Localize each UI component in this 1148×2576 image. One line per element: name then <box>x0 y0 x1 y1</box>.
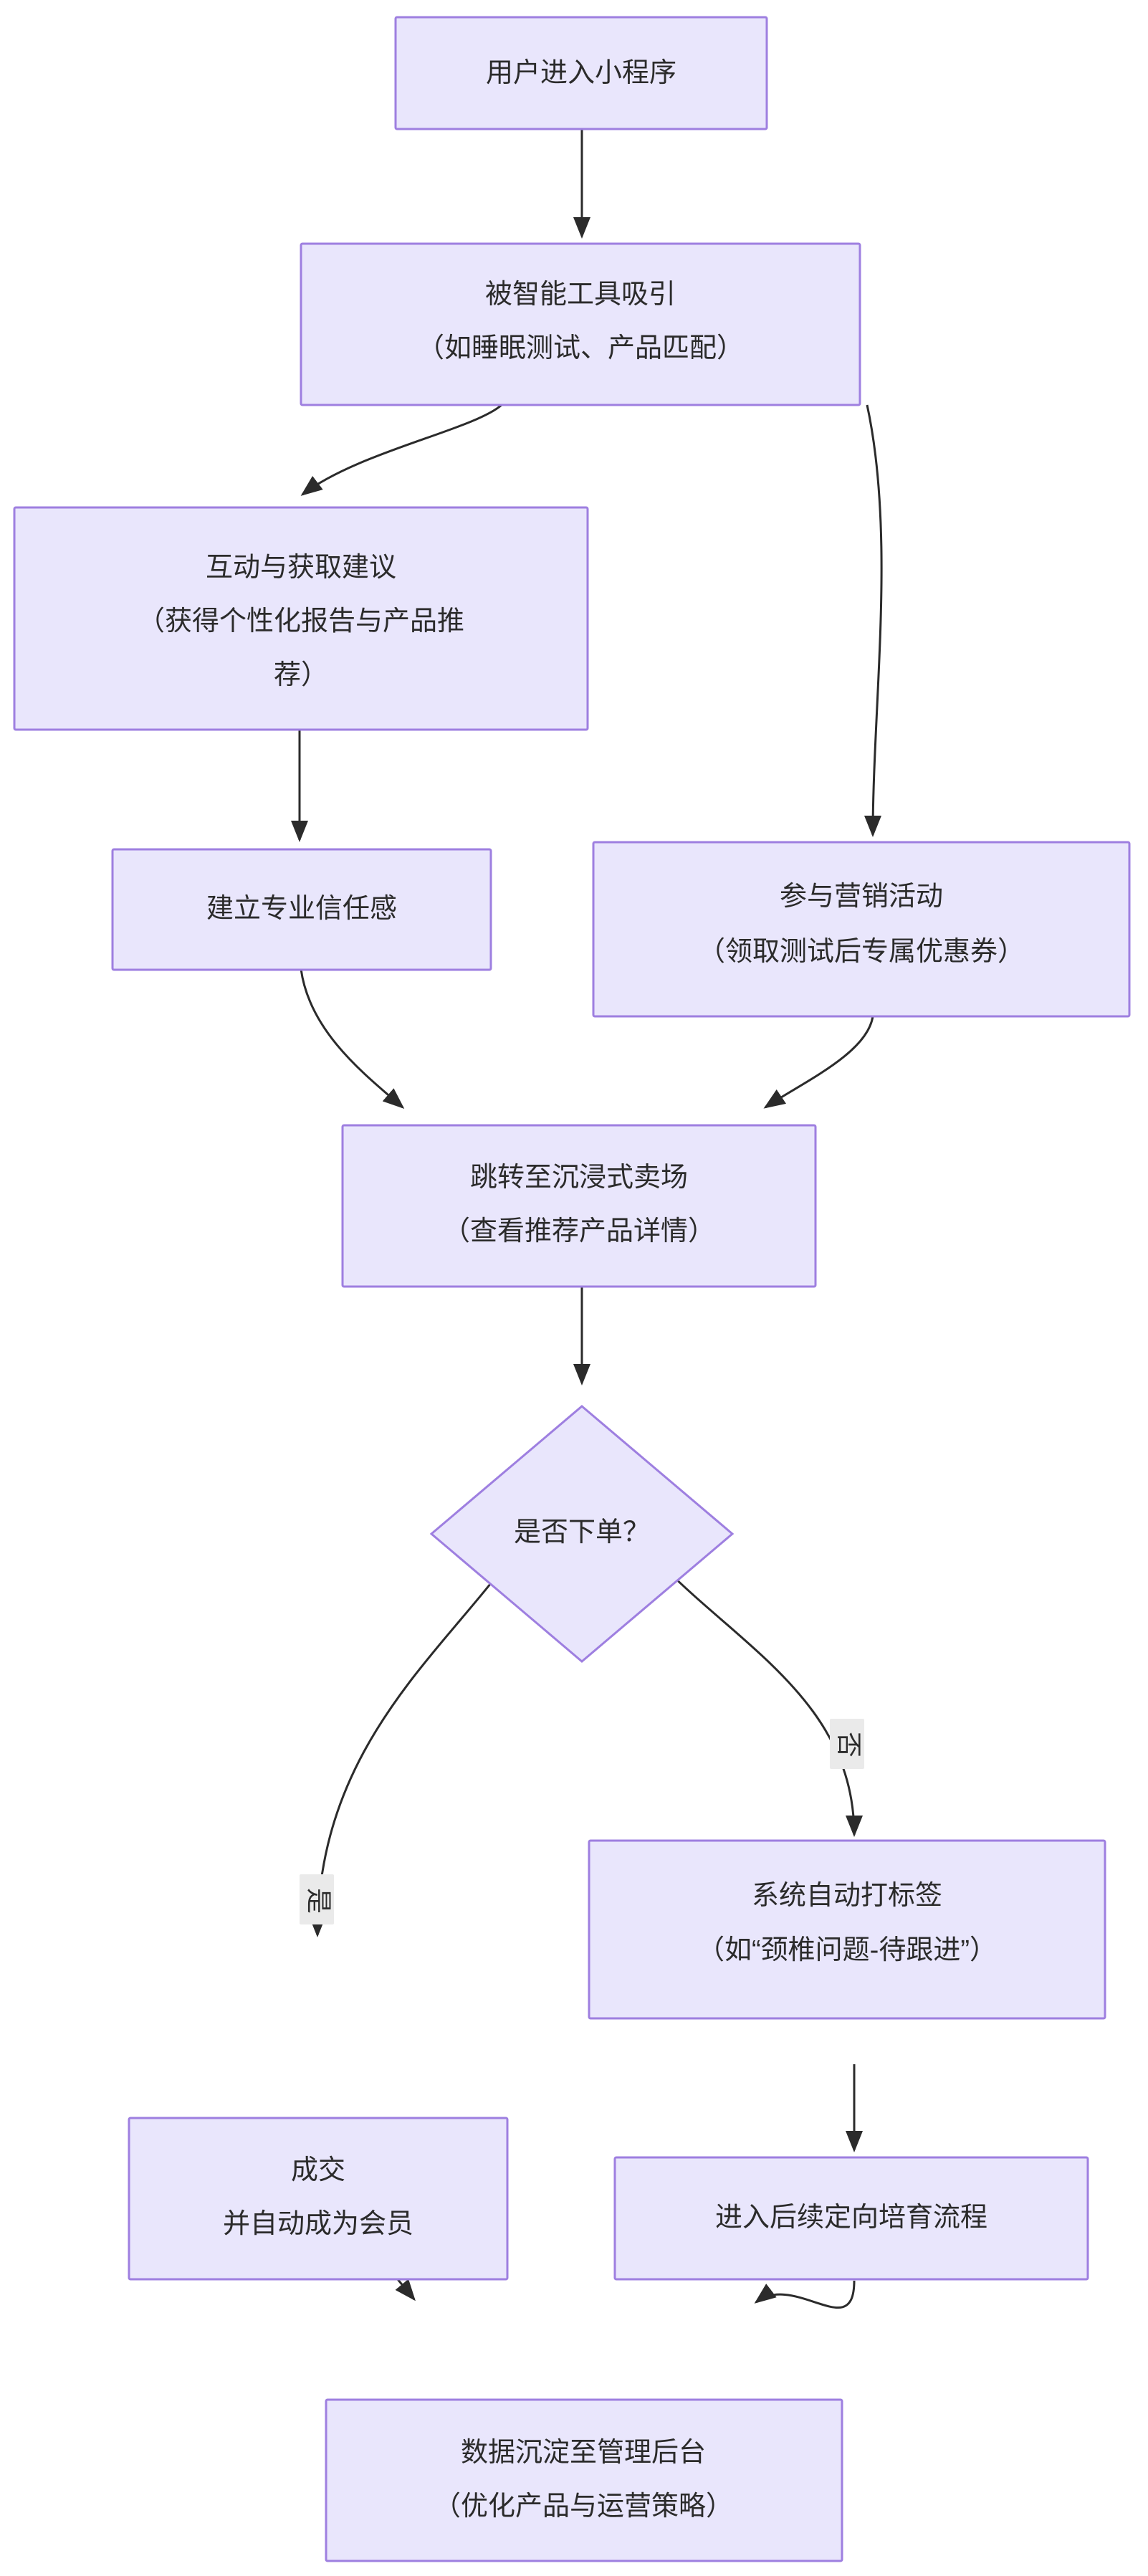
edge-n2-n5 <box>864 404 883 837</box>
node-data-to-admin-backend[interactable]: 数据沉淀至管理后台 （优化产品与运营策略） <box>325 2398 843 2562</box>
node-shape-n6 <box>341 1124 817 1288</box>
node-label-n3-line1: 互动与获取建议 <box>206 553 396 583</box>
edge-n4-n6 <box>300 968 405 1109</box>
edge-n7-n9 <box>309 1569 503 1937</box>
node-label-n2-line1: 被智能工具吸引 <box>485 280 676 310</box>
node-user-enters-miniprogram[interactable]: 用户进入小程序 <box>394 16 768 130</box>
node-shape-n5 <box>592 841 1131 1018</box>
node-enter-targeted-nurturing[interactable]: 进入后续定向培育流程 <box>613 2156 1089 2281</box>
edge-n7-n8 <box>665 1568 863 1837</box>
edge-label-yes: 是 <box>304 1888 333 1914</box>
node-label-n5-line1: 参与营销活动 <box>780 882 943 912</box>
node-shape-n8 <box>588 1839 1106 2020</box>
node-shape-n2 <box>300 242 861 406</box>
node-jump-to-immersive-store[interactable]: 跳转至沉浸式卖场 （查看推荐产品详情） <box>341 1124 817 1288</box>
node-shape-n10 <box>613 2156 1089 2281</box>
node-label-n7-line1: 是否下单？ <box>514 1517 650 1547</box>
node-label-n1-line1: 用户进入小程序 <box>486 58 676 88</box>
edge-label-no: 否 <box>834 1732 864 1757</box>
node-label-n3-line2: （获得个性化报告与产品推 <box>138 606 464 636</box>
node-shape-n7 <box>429 1405 735 1663</box>
edge-n10-n11 <box>754 2280 856 2309</box>
node-shape-n3 <box>13 506 589 731</box>
node-build-professional-trust[interactable]: 建立专业信任感 <box>111 848 492 971</box>
node-label-n2-line2: （如睡眠测试、产品匹配） <box>417 333 744 363</box>
node-system-auto-tagging[interactable]: 系统自动打标签 （如“颈椎问题-待跟进”） <box>588 1839 1106 2020</box>
node-decision-place-order[interactable]: 是否下单？ <box>429 1405 735 1663</box>
node-attracted-by-smart-tool[interactable]: 被智能工具吸引 （如睡眠测试、产品匹配） <box>300 242 861 406</box>
node-join-marketing-campaign[interactable]: 参与营销活动 （领取测试后专属优惠券） <box>592 841 1131 1018</box>
node-label-n11-line1: 数据沉淀至管理后台 <box>461 2438 706 2468</box>
edge-labels-layer: 是 否 <box>300 1719 864 1924</box>
node-label-n4-line1: 建立专业信任感 <box>206 894 397 924</box>
node-interact-and-get-advice[interactable]: 互动与获取建议 （获得个性化报告与产品推 荐） <box>13 506 589 731</box>
node-label-n6-line2: （查看推荐产品详情） <box>443 1216 715 1246</box>
node-shape-n4 <box>111 848 492 971</box>
edge-label-no-bg <box>830 1719 864 1769</box>
node-shape-n9 <box>128 2117 509 2281</box>
node-label-n10-line1: 进入后续定向培育流程 <box>715 2203 987 2233</box>
node-label-n6-line1: 跳转至沉浸式卖场 <box>470 1163 688 1193</box>
node-shape-n1 <box>394 16 768 130</box>
node-label-n3-line3: 荐） <box>274 660 328 690</box>
node-label-n5-line2: （领取测试后专属优惠券） <box>698 937 1025 967</box>
node-label-n9-line2: 并自动成为会员 <box>223 2209 413 2239</box>
edge-n2-n3 <box>300 404 502 496</box>
node-label-n11-line2: （优化产品与运营策略） <box>434 2491 733 2522</box>
edge-n5-n6 <box>763 1016 874 1109</box>
node-label-n8-line2: （如“颈椎问题-待跟进”） <box>697 1935 997 1965</box>
node-label-n9-line1: 成交 <box>291 2155 345 2185</box>
node-deal-closed-auto-member[interactable]: 成交 并自动成为会员 <box>128 2117 509 2281</box>
node-label-n8-line1: 系统自动打标签 <box>752 1881 942 1911</box>
node-shape-n11 <box>325 2398 843 2562</box>
edge-label-yes-bg <box>300 1874 334 1924</box>
